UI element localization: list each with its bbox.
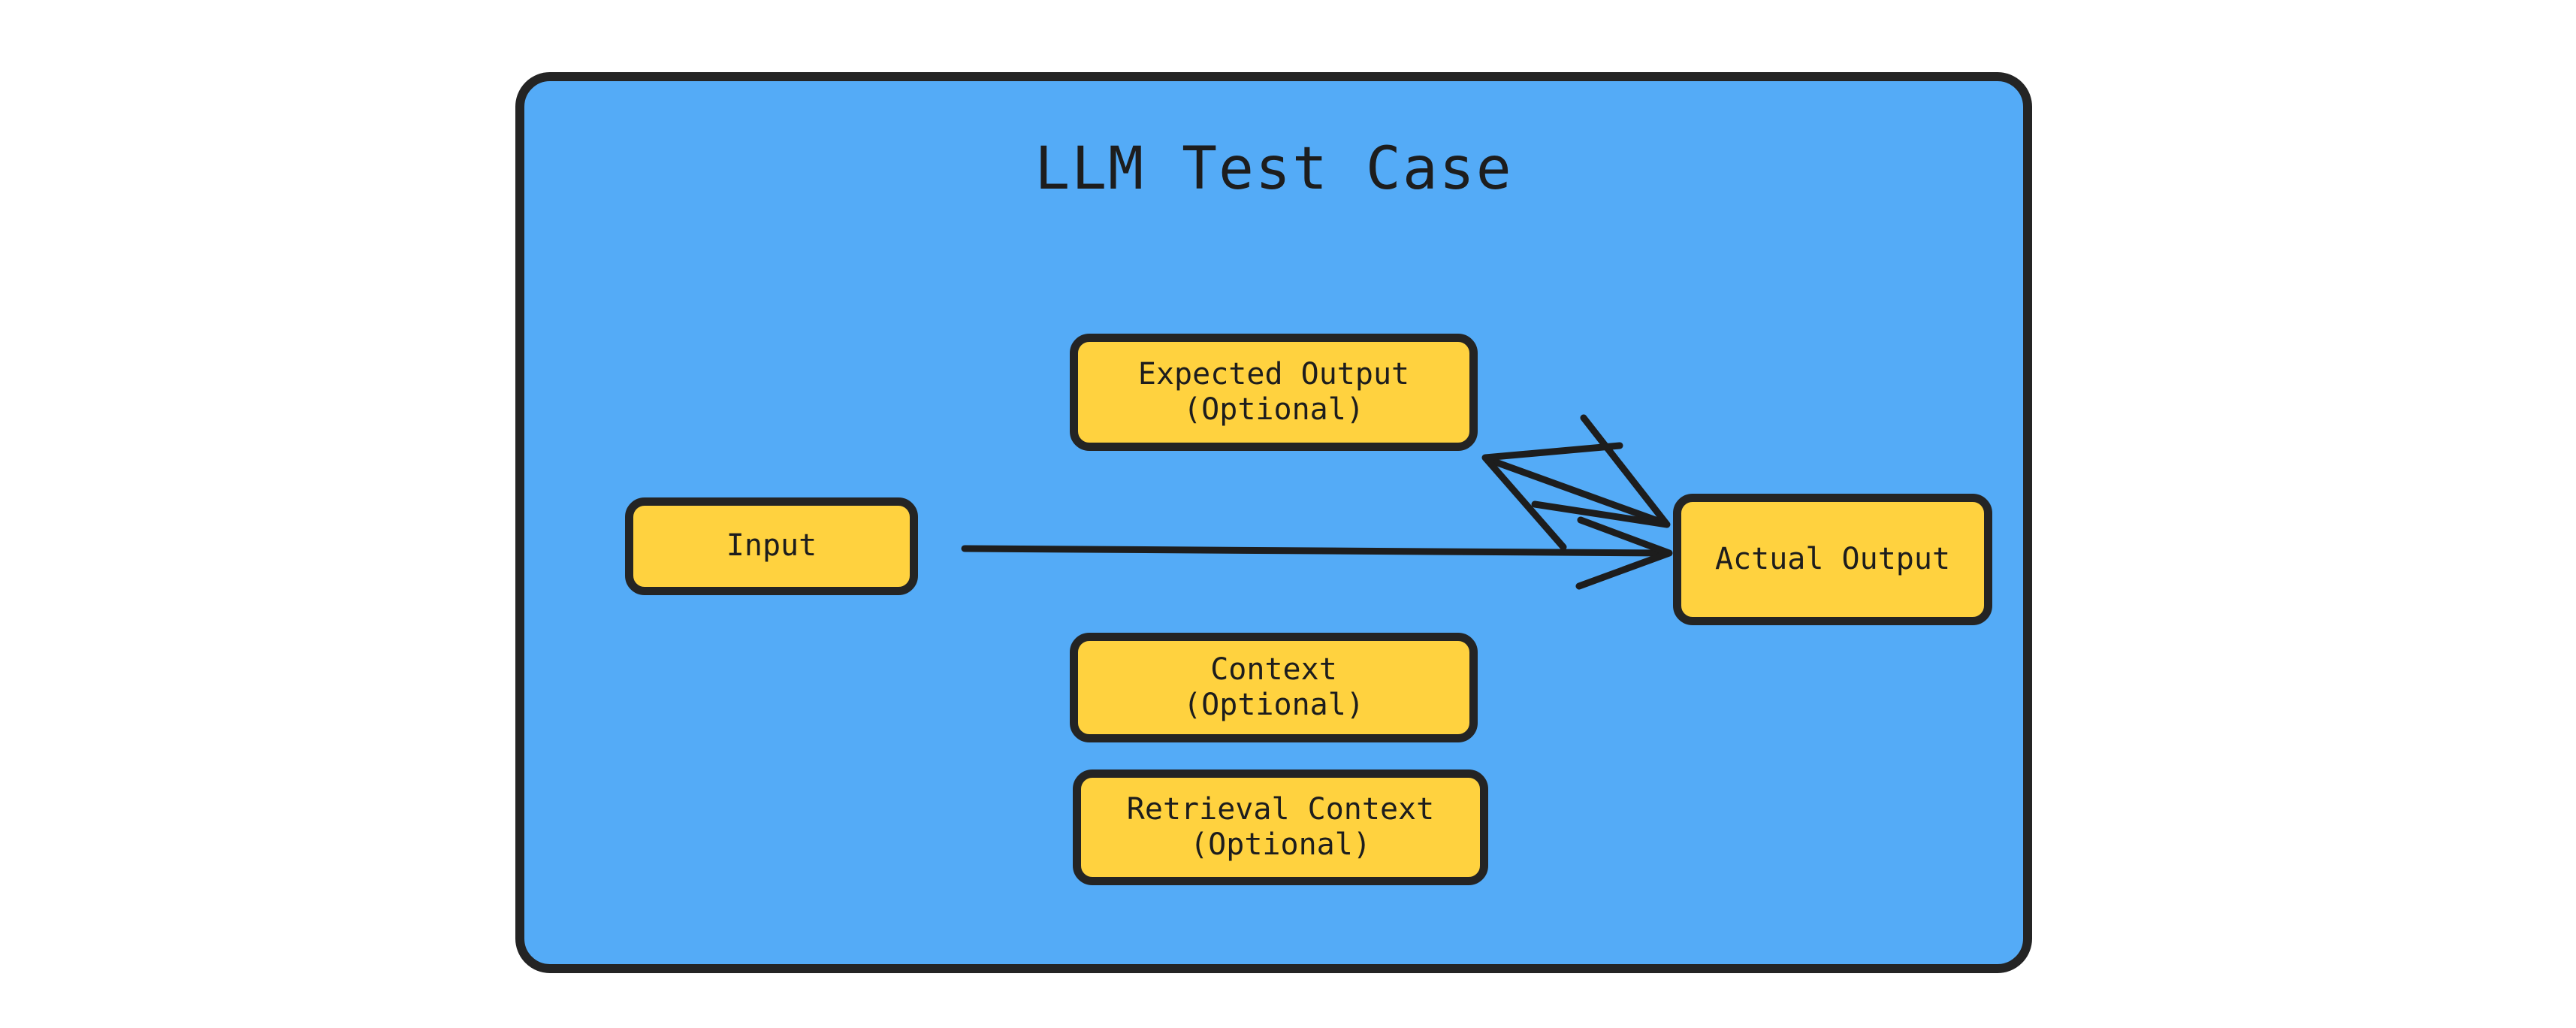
node-input-label: Input: [726, 528, 817, 564]
llm-test-case-container: LLM Test Case Expected Output (Optional)…: [515, 72, 2032, 973]
node-context[interactable]: Context (Optional): [1070, 633, 1478, 742]
node-expected-output-label: Expected Output (Optional): [1137, 356, 1410, 427]
node-actual-output-label: Actual Output: [1714, 541, 1951, 576]
node-retrieval-context[interactable]: Retrieval Context (Optional): [1073, 769, 1488, 885]
node-input[interactable]: Input: [625, 497, 918, 595]
node-actual-output[interactable]: Actual Output: [1673, 494, 1992, 625]
node-context-label: Context (Optional): [1183, 652, 1364, 722]
node-retrieval-context-label: Retrieval Context (Optional): [1126, 791, 1435, 862]
page-title: LLM Test Case: [1034, 135, 1513, 203]
edge-expected-output-actual-output: [1481, 414, 1671, 551]
edge-input-to-actual-output: [961, 516, 1673, 590]
node-expected-output[interactable]: Expected Output (Optional): [1070, 334, 1478, 451]
